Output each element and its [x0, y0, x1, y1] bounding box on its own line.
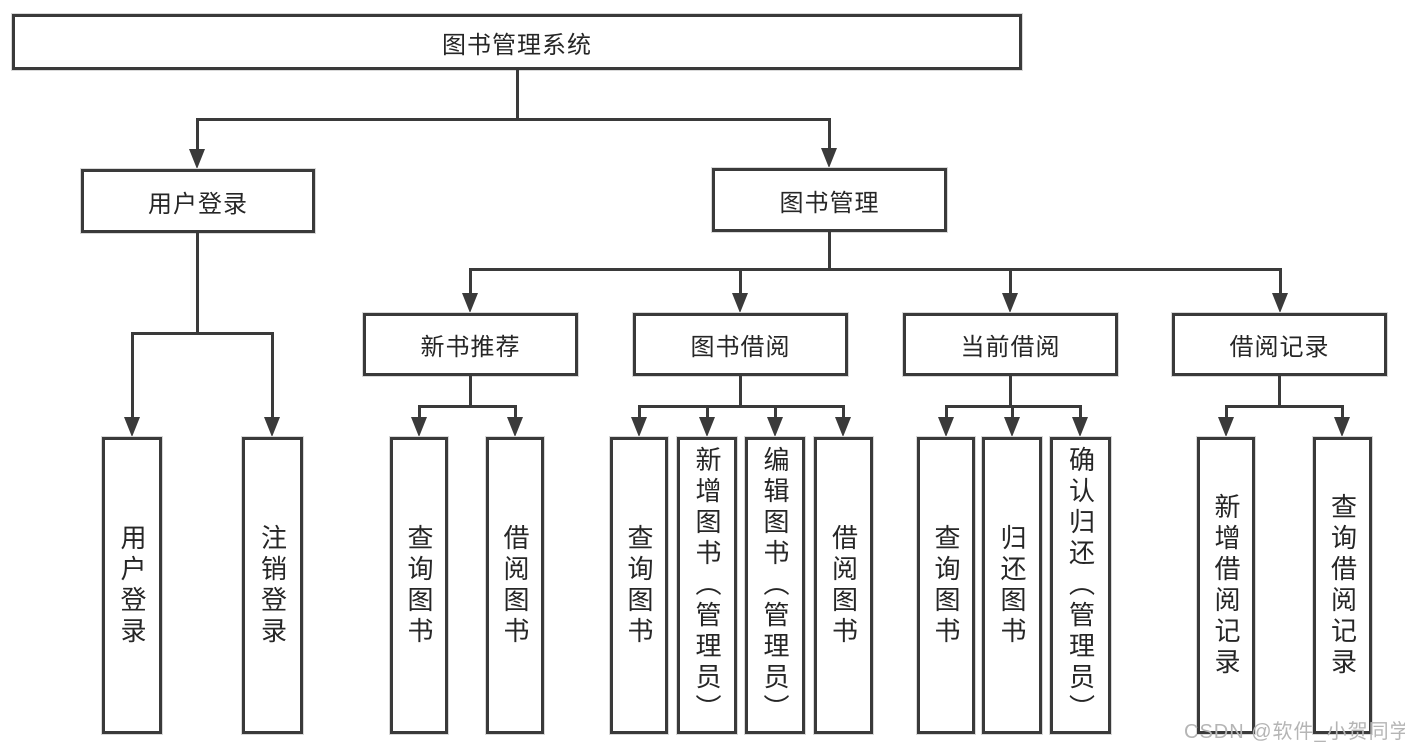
arrow-down-icon [835, 417, 851, 437]
leaf-logout: 注销登录 [242, 437, 303, 734]
arrow-down-icon [264, 417, 280, 437]
arrow-down-icon [1334, 417, 1350, 437]
node-book-borrowing: 图书借阅 [633, 313, 848, 376]
connector-line [1278, 376, 1281, 407]
leaf-borrow-books-recommend: 借阅图书 [486, 437, 544, 734]
arrow-down-icon [462, 293, 478, 313]
arrow-down-icon [821, 148, 837, 168]
connector-line [774, 405, 777, 418]
node-book-management: 图书管理 [712, 168, 947, 232]
arrow-down-icon [1002, 293, 1018, 313]
connector-line [1279, 268, 1282, 294]
leaf-add-book-admin: 新增图书（管理员） [677, 437, 737, 734]
connector-line [514, 405, 517, 418]
connector-line [197, 118, 831, 121]
connector-line [418, 405, 421, 418]
connector-line [1009, 268, 1012, 294]
leaf-borrow-books-borrowing: 借阅图书 [814, 437, 873, 734]
leaf-query-books-borrowing: 查询图书 [610, 437, 668, 734]
connector-line [1011, 405, 1014, 418]
leaf-confirm-return-admin: 确认归还（管理员） [1050, 437, 1111, 734]
arrow-down-icon [1272, 293, 1288, 313]
leaf-query-books-recommend: 查询图书 [390, 437, 448, 734]
arrow-down-icon [1218, 417, 1234, 437]
connector-line [739, 376, 742, 407]
connector-line [1225, 405, 1344, 408]
connector-line [516, 70, 519, 119]
node-current-borrowing: 当前借阅 [903, 313, 1118, 376]
connector-line [196, 233, 199, 335]
arrow-down-icon [507, 417, 523, 437]
arrow-down-icon [124, 417, 140, 437]
node-new-book-recommend: 新书推荐 [363, 313, 578, 376]
arrow-down-icon [699, 417, 715, 437]
leaf-user-login: 用户登录 [102, 437, 162, 734]
arrow-down-icon [938, 417, 954, 437]
csdn-watermark: CSDN @软件_小贺同学 [1184, 721, 1405, 743]
connector-line [945, 405, 948, 418]
arrow-down-icon [1004, 417, 1020, 437]
connector-line [1009, 376, 1012, 407]
connector-line [828, 118, 831, 149]
leaf-edit-book-admin: 编辑图书（管理员） [745, 437, 805, 734]
connector-line [706, 405, 709, 418]
connector-line [638, 405, 641, 418]
connector-line [469, 376, 472, 407]
node-user-login: 用户登录 [81, 169, 315, 233]
connector-line [196, 118, 199, 150]
leaf-return-book: 归还图书 [982, 437, 1042, 734]
connector-line [469, 268, 472, 294]
leaf-query-books-current: 查询图书 [917, 437, 975, 734]
leaf-query-borrow-record: 查询借阅记录 [1313, 437, 1372, 734]
connector-line [1225, 405, 1228, 418]
node-borrowing-records: 借阅记录 [1172, 313, 1387, 376]
connector-line [739, 268, 742, 294]
node-library-system: 图书管理系统 [12, 14, 1022, 70]
connector-line [469, 268, 1282, 271]
arrow-down-icon [631, 417, 647, 437]
connector-line [1341, 405, 1344, 418]
connector-line [1079, 405, 1082, 418]
connector-line [638, 405, 845, 408]
connector-line [132, 332, 274, 335]
arrow-down-icon [732, 293, 748, 313]
arrow-down-icon [1072, 417, 1088, 437]
arrow-down-icon [411, 417, 427, 437]
arrow-down-icon [767, 417, 783, 437]
leaf-add-borrow-record: 新增借阅记录 [1197, 437, 1255, 734]
connector-line [418, 405, 517, 408]
connector-line [131, 332, 134, 417]
connector-line [842, 405, 845, 418]
arrow-down-icon [189, 149, 205, 169]
connector-line [828, 232, 831, 271]
connector-line [271, 332, 274, 417]
